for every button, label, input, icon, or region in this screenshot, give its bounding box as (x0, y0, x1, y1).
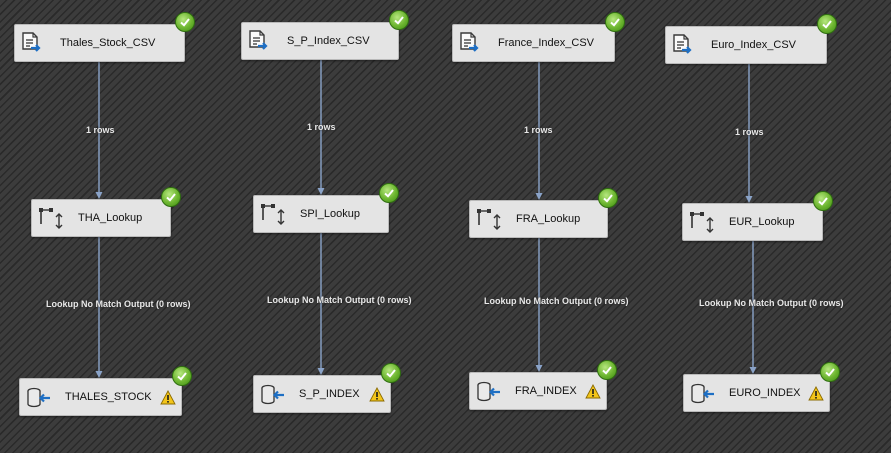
source-component[interactable]: S_P_Index_CSV (241, 22, 399, 60)
ole-db-destination-icon (26, 387, 52, 414)
source-component[interactable]: France_Index_CSV (452, 24, 615, 62)
destination-component[interactable]: S_P_INDEX (253, 375, 391, 413)
flat-file-source-icon (459, 32, 481, 59)
ole-db-destination-icon (260, 384, 286, 411)
warning-icon[interactable] (160, 390, 176, 410)
path-row-count-label: 1 rows (307, 122, 336, 132)
source-label: Thales_Stock_CSV (60, 37, 156, 49)
path-row-count-label: 1 rows (86, 125, 115, 135)
success-icon (175, 12, 195, 32)
data-path-lookup-to-destination[interactable] (535, 238, 543, 372)
success-icon (605, 12, 625, 32)
data-path-lookup-to-destination[interactable] (95, 237, 103, 378)
source-component[interactable]: Euro_Index_CSV (665, 26, 827, 64)
success-icon (172, 366, 192, 386)
success-icon (389, 10, 409, 30)
ole-db-destination-icon (476, 381, 502, 408)
source-label: France_Index_CSV (498, 37, 594, 49)
data-path-source-to-lookup[interactable] (317, 60, 325, 195)
success-icon (381, 363, 401, 383)
warning-icon[interactable] (585, 384, 601, 404)
lookup-icon (476, 207, 502, 236)
destination-component[interactable]: EURO_INDEX (683, 374, 830, 412)
success-icon (817, 14, 837, 34)
source-label: Euro_Index_CSV (711, 39, 796, 51)
warning-icon[interactable] (808, 386, 824, 406)
success-icon (598, 188, 618, 208)
lookup-component[interactable]: EUR_Lookup (682, 203, 823, 241)
destination-label: EURO_INDEX (729, 387, 801, 399)
data-path-source-to-lookup[interactable] (535, 62, 543, 200)
data-path-source-to-lookup[interactable] (745, 64, 753, 203)
destination-label: FRA_INDEX (515, 385, 577, 397)
lookup-label: EUR_Lookup (729, 216, 795, 228)
path-no-match-output-label: Lookup No Match Output (0 rows) (267, 295, 412, 305)
lookup-label: SPI_Lookup (300, 208, 360, 220)
source-component[interactable]: Thales_Stock_CSV (14, 24, 185, 62)
lookup-component[interactable]: THA_Lookup (31, 199, 171, 237)
source-label: S_P_Index_CSV (287, 35, 370, 47)
data-path-source-to-lookup[interactable] (95, 62, 103, 199)
success-icon (161, 187, 181, 207)
lookup-icon (260, 202, 286, 231)
data-path-lookup-to-destination[interactable] (317, 233, 325, 375)
lookup-component[interactable]: SPI_Lookup (253, 195, 389, 233)
lookup-component[interactable]: FRA_Lookup (469, 200, 608, 238)
flat-file-source-icon (672, 34, 694, 61)
destination-component[interactable]: THALES_STOCK (19, 378, 182, 416)
success-icon (379, 183, 399, 203)
destination-label: S_P_INDEX (299, 388, 360, 400)
success-icon (597, 360, 617, 380)
warning-icon[interactable] (369, 387, 385, 407)
path-row-count-label: 1 rows (735, 127, 764, 137)
lookup-icon (38, 206, 64, 235)
lookup-icon (689, 210, 715, 239)
path-no-match-output-label: Lookup No Match Output (0 rows) (699, 298, 844, 308)
path-row-count-label: 1 rows (524, 125, 553, 135)
lookup-label: THA_Lookup (78, 212, 143, 224)
lookup-label: FRA_Lookup (516, 213, 581, 225)
destination-component[interactable]: FRA_INDEX (469, 372, 607, 410)
path-no-match-output-label: Lookup No Match Output (0 rows) (46, 299, 191, 309)
success-icon (820, 362, 840, 382)
path-no-match-output-label: Lookup No Match Output (0 rows) (484, 296, 629, 306)
flat-file-source-icon (21, 32, 43, 59)
ole-db-destination-icon (690, 383, 716, 410)
data-path-lookup-to-destination[interactable] (749, 241, 757, 374)
success-icon (813, 191, 833, 211)
destination-label: THALES_STOCK (65, 391, 152, 403)
flat-file-source-icon (248, 30, 270, 57)
